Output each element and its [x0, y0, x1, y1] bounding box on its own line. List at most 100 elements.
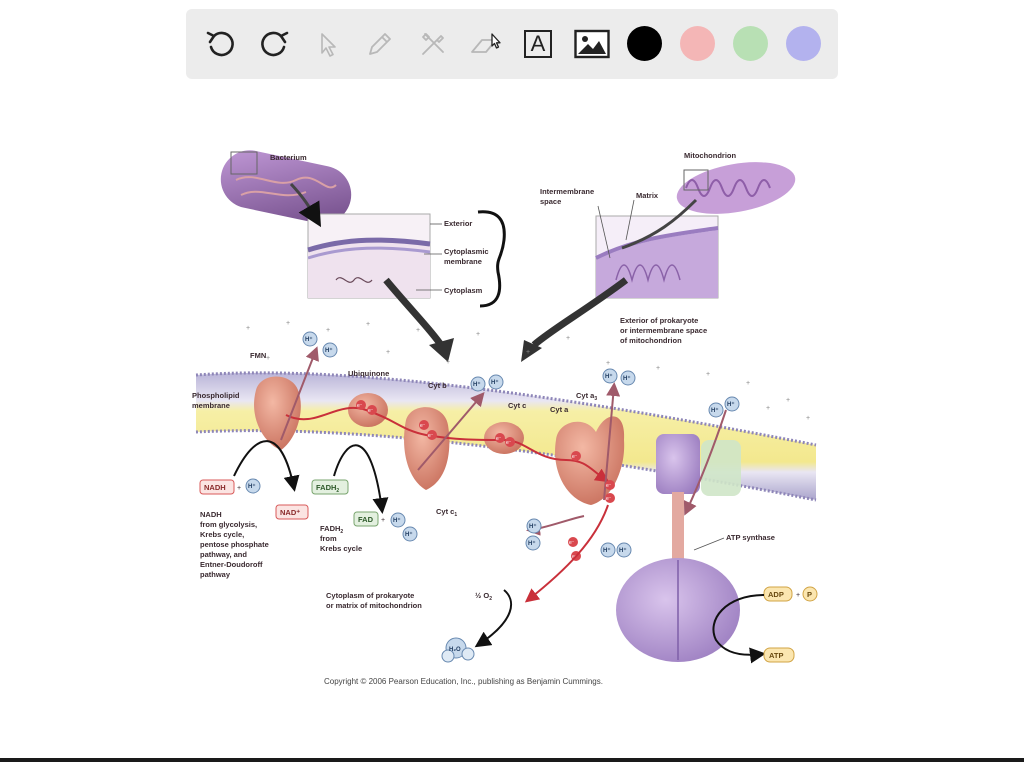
color-swatch-purple[interactable] — [786, 26, 821, 61]
whiteboard-canvas[interactable]: Bacterium Exterior Cytoplasmic membrane … — [186, 140, 838, 700]
svg-text:+: + — [606, 360, 610, 367]
exterior-prokaryote-label-line3: of mitochondrion — [620, 336, 682, 345]
h-ion-label: H⁺ — [305, 336, 313, 343]
atp-synthase-label: ATP synthase — [726, 533, 775, 542]
h-ion-label: H⁺ — [603, 547, 611, 554]
h-ion: H⁺ — [708, 402, 724, 418]
fadh2-box: FADH2 — [311, 479, 349, 495]
pencil-tool-button[interactable] — [361, 25, 399, 63]
image-tool-button[interactable] — [573, 25, 611, 63]
svg-text:+: + — [766, 405, 770, 412]
electron-label: e⁻ — [606, 496, 612, 502]
electron: e⁻ — [419, 420, 429, 430]
svg-text:+: + — [366, 321, 370, 328]
nadh-box: NADH — [199, 479, 235, 495]
nad-box-label: NAD⁺ — [280, 508, 300, 517]
atp-box-label: ATP — [769, 651, 783, 660]
fmn-label: FMN — [250, 351, 266, 360]
electron: e⁻ — [571, 451, 581, 461]
fad-box-label: FAD — [358, 515, 374, 524]
electrons: e⁻ e⁻ e⁻ e⁻ e⁻ e⁻ e⁻ e⁻ e⁻ e⁻ e⁻ — [356, 400, 615, 561]
h-ion: H⁺ — [488, 374, 504, 390]
svg-text:+: + — [416, 327, 420, 334]
h-ion-label: H⁺ — [405, 531, 413, 538]
svg-text:+: + — [746, 380, 750, 387]
text-tool-button[interactable]: A — [519, 25, 557, 63]
cyt-c-label: Cyt c — [508, 401, 526, 410]
h-ion-label: H⁺ — [711, 407, 719, 414]
redo-icon — [261, 31, 289, 57]
color-swatch-black[interactable] — [627, 26, 662, 61]
h-ion-label: H⁺ — [727, 401, 735, 408]
undo-icon — [206, 31, 234, 57]
redo-button[interactable] — [255, 25, 293, 63]
h-ion-label: H⁺ — [248, 483, 256, 490]
intermembrane-label-line2: space — [540, 197, 561, 206]
electron: e⁻ — [427, 430, 437, 440]
down-arrow-right — [531, 277, 629, 348]
image-icon — [574, 29, 610, 59]
drawing-toolbar: A — [186, 9, 838, 79]
ubiquinone-label: Ubiquinone — [348, 369, 389, 378]
cytoplasm-prokaryote-label-line2: or matrix of mitochondrion — [326, 601, 422, 610]
oxygen-sub: 2 — [489, 596, 492, 602]
down-arrow-left — [383, 277, 444, 347]
plus-charges: +++ +++ +++ +++ +++ +++ — [246, 320, 810, 422]
cyt-c1-main: Cyt c — [436, 507, 454, 516]
nadh-source-line: Entner-Doudoroff — [200, 560, 263, 569]
cytoplasm-prokaryote-label-line1: Cytoplasm of prokaryote — [326, 591, 414, 600]
cyt-a3-main: Cyt a — [576, 391, 595, 400]
svg-text:+: + — [286, 320, 290, 327]
h-ion: H⁺ — [302, 331, 318, 347]
h-ion: H⁺ — [322, 342, 338, 358]
oxygen-label: ½ O2 — [475, 591, 492, 602]
h-ion: H⁺ — [620, 370, 636, 386]
h-ion-label: H⁺ — [605, 373, 613, 380]
h-ion-label: H⁺ — [619, 547, 627, 554]
intermembrane-label-line1: Intermembrane — [540, 187, 594, 196]
phosphate-box: P — [802, 586, 818, 602]
plus-sign: + — [796, 592, 800, 599]
h-ion-label: H⁺ — [528, 540, 536, 547]
electron: e⁻ — [505, 437, 515, 447]
cytoplasmic-membrane-label-line2: membrane — [444, 257, 482, 266]
phospholipid-label-line1: Phospholipid — [192, 391, 240, 400]
eraser-tool-button[interactable] — [467, 25, 505, 63]
h-ion-label: H⁺ — [393, 517, 401, 524]
nadh-source-line: pathway — [200, 570, 231, 579]
matrix-label: Matrix — [636, 191, 659, 200]
electron-label: e⁻ — [496, 436, 502, 442]
proton-ions: H⁺ H⁺ H⁺ H⁺ H⁺ H⁺ H⁺ H⁺ H⁺ H⁺ H⁺ H⁺ H⁺ H… — [302, 331, 740, 558]
electron-label: e⁻ — [420, 423, 426, 429]
phospholipid-label-line2: membrane — [192, 401, 230, 410]
h-ion: H⁺ — [526, 518, 542, 534]
pointer-tool-button[interactable] — [308, 25, 346, 63]
cytoplasmic-membrane-label-line1: Cytoplasmic — [444, 247, 489, 256]
svg-text:FADH2: FADH2 — [320, 524, 343, 535]
pointer-icon — [321, 33, 336, 57]
fadh2-source-main: FADH — [320, 524, 340, 533]
color-swatch-pink[interactable] — [680, 26, 715, 61]
fadh2-source-text: FADH2 from Krebs cycle — [320, 524, 362, 553]
mitochondrion-illustration — [676, 162, 796, 214]
cyt-a-label: Cyt a — [550, 405, 569, 414]
cyt-a3-label: Cyt a3 — [576, 391, 597, 402]
h-ion-label: H⁺ — [325, 347, 333, 354]
text-icon: A — [524, 30, 552, 58]
complex-i-fmn — [254, 376, 301, 450]
electron-label: e⁻ — [357, 403, 363, 409]
svg-text:+: + — [526, 349, 530, 356]
electron-label: e⁻ — [569, 540, 575, 546]
svg-text:+: + — [476, 331, 480, 338]
electron: e⁻ — [356, 400, 366, 410]
electron: e⁻ — [495, 433, 505, 443]
h-ion-label: H⁺ — [623, 375, 631, 382]
atp-synthase — [616, 434, 741, 662]
water-molecule: H₂O — [441, 637, 475, 663]
electron-transport-diagram: Bacterium Exterior Cytoplasmic membrane … — [192, 150, 818, 686]
undo-button[interactable] — [202, 25, 240, 63]
tools-button[interactable] — [414, 25, 452, 63]
color-swatch-green[interactable] — [733, 26, 768, 61]
h-ion: H⁺ — [470, 376, 486, 392]
fad-box: FAD — [353, 511, 379, 527]
